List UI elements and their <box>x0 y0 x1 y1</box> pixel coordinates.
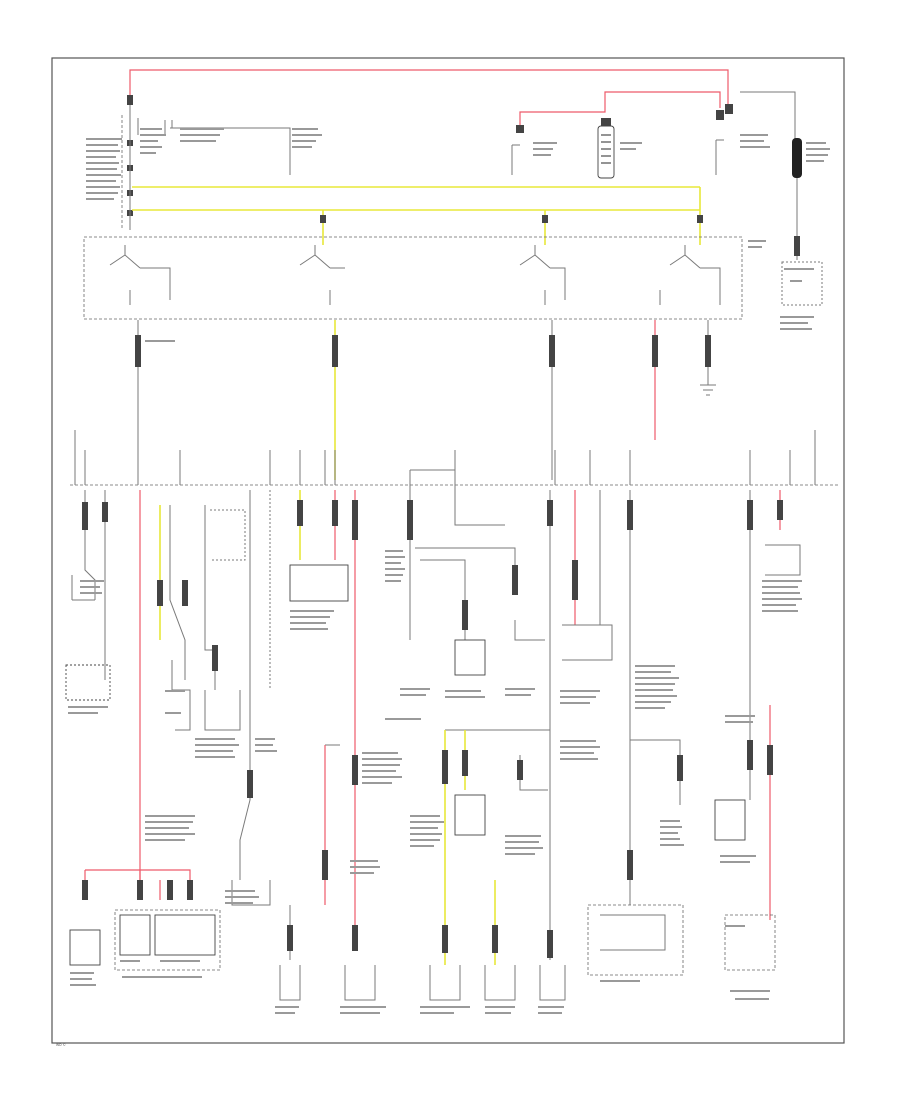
wire-cyan <box>630 739 681 805</box>
comp-r-box <box>714 799 746 841</box>
starter-relay <box>715 91 796 175</box>
footer-code: WD © <box>56 1043 66 1047</box>
comp-r-top <box>765 544 801 576</box>
comp-b2 <box>119 914 151 956</box>
comp-l2 <box>65 664 111 701</box>
comp-lamp-box <box>210 509 246 561</box>
battery-feed-wire <box>129 69 729 108</box>
comp-b4 <box>231 880 271 906</box>
wire-l-long <box>239 490 251 880</box>
diagram-frame <box>51 57 845 1044</box>
pcm-power-relay <box>780 261 823 330</box>
fuse-junction-panel <box>83 236 743 320</box>
comp-rc <box>562 624 613 661</box>
ignition-switch <box>86 95 322 230</box>
comp-b9 <box>539 965 566 1001</box>
comp-b-connector <box>114 909 221 971</box>
comp-m2 <box>204 690 241 731</box>
comp-b3 <box>154 914 216 956</box>
ignition-run-drops <box>322 187 701 245</box>
comp-c-box <box>454 639 486 676</box>
wire-red-2 <box>169 505 186 680</box>
comp-b5 <box>279 965 301 1001</box>
label-bars <box>68 340 802 1014</box>
fuse-row <box>74 430 816 485</box>
comp-b11 <box>724 914 776 971</box>
starter-motor <box>511 125 557 175</box>
comp-c-right <box>514 620 545 641</box>
comp-b10-inner <box>600 914 666 951</box>
battery-positive-wire <box>519 91 721 130</box>
comp-b8 <box>484 965 516 1001</box>
comp-b6 <box>344 965 376 1001</box>
wire-c-top <box>410 469 456 490</box>
comp-b7 <box>429 965 461 1001</box>
ignition-run-bus <box>132 186 700 211</box>
ignition-switch-labels <box>86 128 322 200</box>
fusible-link-icon <box>792 138 830 260</box>
blower-switch <box>289 564 349 602</box>
comp-m1 <box>171 660 191 731</box>
battery-icon <box>597 118 642 179</box>
ground-icon <box>700 384 716 396</box>
comp-lm-box <box>454 794 486 836</box>
switch-contact-icon <box>109 245 721 305</box>
wire-lm-3 <box>519 755 548 791</box>
comp-l1 <box>71 575 95 601</box>
wire-green-1 <box>454 490 505 526</box>
comp-b1 <box>69 929 101 966</box>
comp-b10 <box>587 904 684 976</box>
wire-green-3 <box>420 559 466 640</box>
